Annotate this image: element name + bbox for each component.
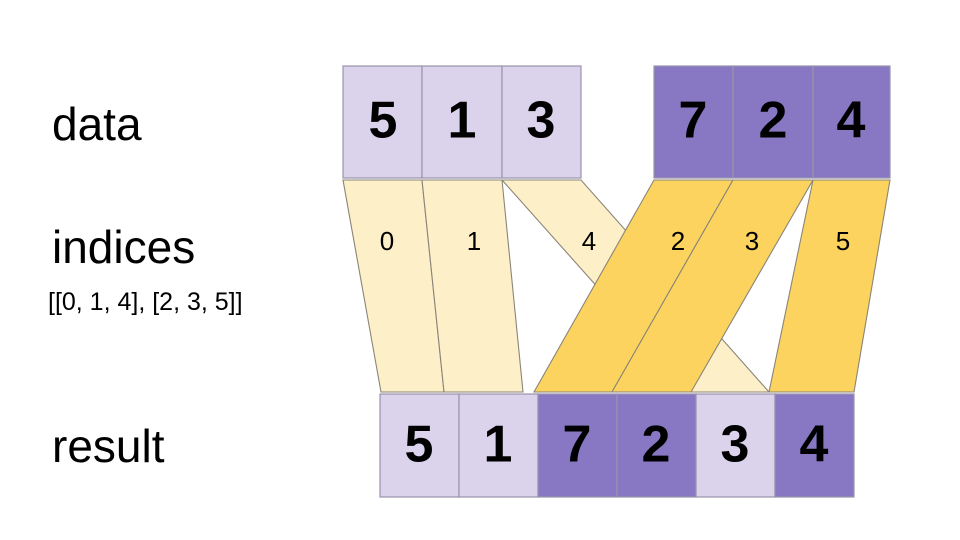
ribbon-group — [342, 179, 891, 393]
data-cell-0[interactable] — [342, 65, 423, 179]
ribbon-index-5 — [768, 179, 891, 393]
data-cell-2[interactable] — [501, 65, 582, 179]
result-cell-value-4: 3 — [721, 416, 750, 474]
index-label-2: 4 — [582, 226, 596, 256]
data-row: 5 1 3 7 2 4 — [342, 65, 891, 179]
result-row: 5 1 7 2 3 4 — [379, 393, 855, 498]
label-data: data — [52, 98, 142, 150]
row-label-group: data indices [[0, 1, 4], [2, 3, 5]] resu… — [48, 98, 243, 472]
result-cell-3[interactable] — [616, 393, 697, 498]
index-label-1: 1 — [467, 226, 481, 256]
result-cell-value-5: 4 — [800, 416, 829, 474]
data-cell-4[interactable] — [732, 65, 814, 179]
index-label-0: 0 — [380, 226, 394, 256]
result-cell-value-2: 7 — [563, 416, 592, 474]
data-cell-1[interactable] — [421, 65, 503, 179]
ribbon-index-2 — [611, 179, 814, 393]
indices-number-group: 0 1 4 2 3 5 — [380, 226, 850, 256]
result-cell-value-0: 5 — [405, 416, 434, 474]
index-label-5: 5 — [836, 226, 850, 256]
data-cell-value-4: 2 — [759, 92, 788, 150]
result-cell-value-3: 2 — [642, 416, 671, 474]
index-label-4: 3 — [745, 226, 759, 256]
data-cell-value-2: 3 — [527, 92, 556, 150]
result-cell-0[interactable] — [379, 393, 460, 498]
label-indices-value: [[0, 1, 4], [2, 3, 5]] — [48, 288, 243, 316]
data-cell-value-5: 4 — [837, 92, 866, 150]
result-cell-2[interactable] — [537, 393, 618, 498]
data-cell-value-1: 1 — [448, 92, 477, 150]
index-label-3: 2 — [671, 226, 685, 256]
data-cell-value-3: 7 — [679, 92, 708, 150]
data-cell-3[interactable] — [653, 65, 734, 179]
result-cell-1[interactable] — [458, 393, 539, 498]
label-result: result — [52, 420, 165, 472]
result-cell-value-1: 1 — [484, 416, 513, 474]
ribbon-index-1 — [421, 179, 524, 393]
result-cell-5[interactable] — [774, 393, 855, 498]
data-cell-value-0: 5 — [369, 92, 398, 150]
label-indices: indices — [52, 221, 195, 273]
data-cell-5[interactable] — [812, 65, 891, 179]
